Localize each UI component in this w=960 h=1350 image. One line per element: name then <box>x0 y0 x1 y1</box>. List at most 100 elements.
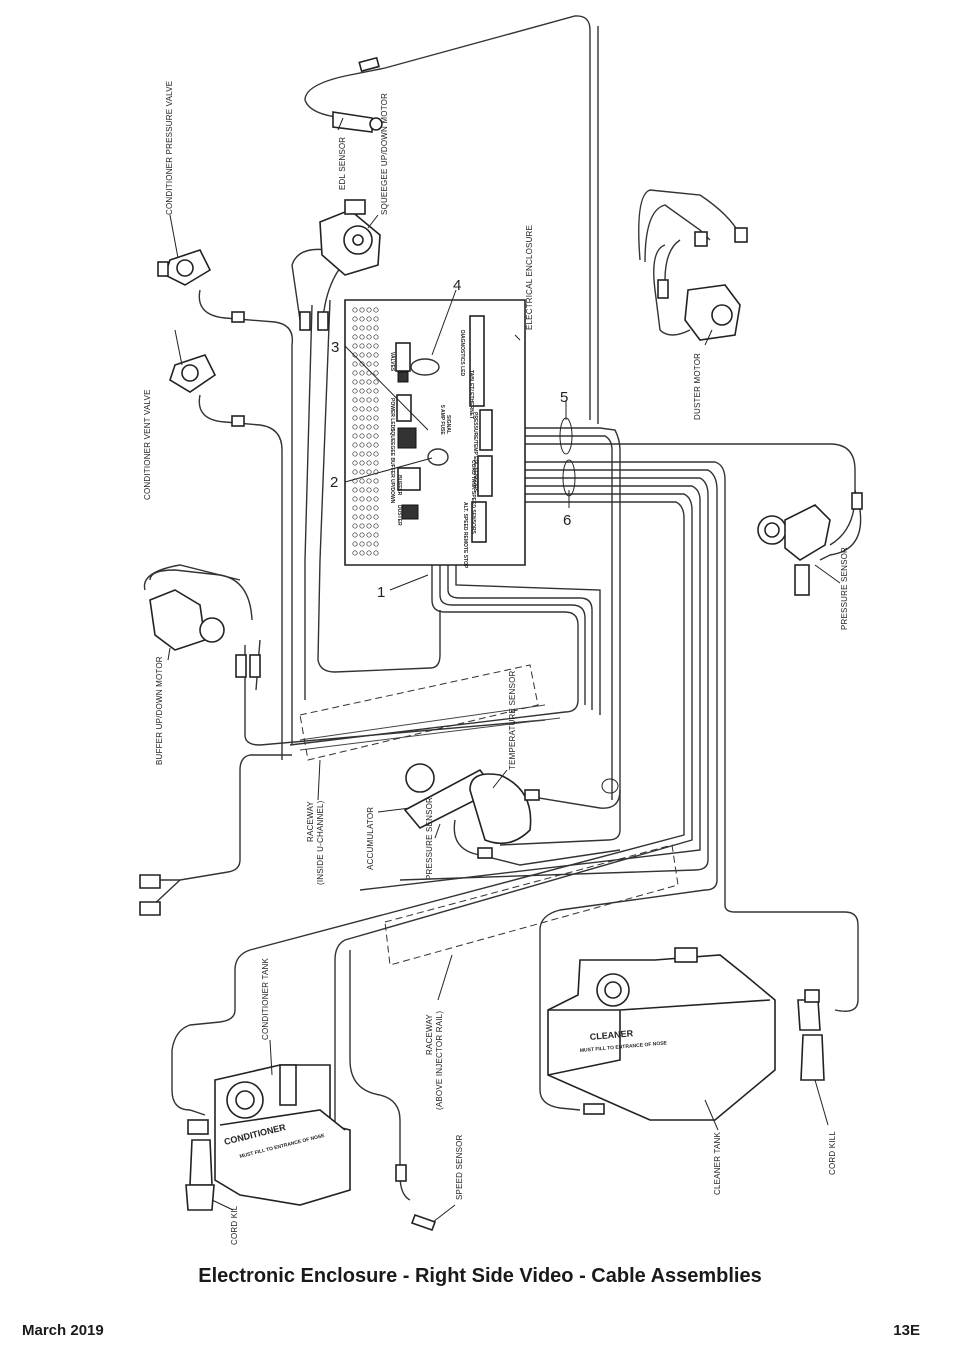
mounting-hole <box>359 316 365 322</box>
mounting-hole <box>359 541 365 547</box>
mounting-hole <box>373 532 379 538</box>
mounting-hole <box>352 343 358 349</box>
mounting-hole <box>359 496 365 502</box>
mounting-hole <box>366 316 372 322</box>
mounting-hole <box>366 379 372 385</box>
board-label-remote-stop: ALT. SPEED REMOTE STOP <box>462 502 468 569</box>
mounting-hole <box>352 424 358 430</box>
mounting-hole <box>373 379 379 385</box>
mounting-hole <box>352 442 358 448</box>
mounting-hole <box>366 388 372 394</box>
label-raceway-u-channel-1: RACEWAY <box>306 801 315 842</box>
mounting-hole <box>366 325 372 331</box>
mounting-hole <box>373 424 379 430</box>
electrical-enclosure: TABLET/ ETHERNET DIAGNOSTICS LED VALVES … <box>344 299 526 569</box>
page-title: Electronic Enclosure - Right Side Video … <box>198 1265 762 1287</box>
mounting-hole <box>352 496 358 502</box>
callout-5: 5 <box>560 389 568 406</box>
mounting-hole <box>373 316 379 322</box>
label-edl-sensor: EDL SENSOR <box>338 137 347 190</box>
mounting-hole <box>352 307 358 313</box>
mounting-hole <box>373 352 379 358</box>
mounting-hole <box>366 541 372 547</box>
label-raceway-injector-2: (ABOVE INJECTOR RAIL) <box>435 1011 444 1110</box>
label-squeegee-motor: SQUEEGEE UP/DOWN MOTOR <box>380 93 389 215</box>
mounting-hole <box>359 469 365 475</box>
mounting-hole <box>373 361 379 367</box>
mounting-hole <box>352 550 358 556</box>
mounting-hole <box>352 379 358 385</box>
mounting-hole <box>359 361 365 367</box>
mounting-hole <box>359 307 365 313</box>
mounting-hole <box>352 361 358 367</box>
mounting-hole <box>373 523 379 529</box>
mounting-hole <box>359 388 365 394</box>
label-pressure-sensor-center: PRESSURE SENSOR <box>425 797 434 880</box>
squeegee-motor <box>299 199 381 331</box>
mounting-hole <box>373 469 379 475</box>
mounting-hole <box>359 460 365 466</box>
label-conditioner-vent-valve: CONDITIONER VENT VALVE <box>143 389 152 500</box>
mounting-hole <box>366 433 372 439</box>
mounting-hole <box>352 370 358 376</box>
mounting-hole <box>366 496 372 502</box>
label-accumulator: ACCUMULATOR <box>366 807 375 870</box>
mounting-hole <box>366 361 372 367</box>
mounting-hole <box>352 505 358 511</box>
speed-sensor <box>395 1164 437 1232</box>
board-label-power-leds: POWER LEDS <box>389 398 395 432</box>
valves-plug <box>397 371 409 383</box>
mounting-hole <box>359 433 365 439</box>
mounting-hole <box>359 406 365 412</box>
mounting-hole <box>366 352 372 358</box>
callout-6: 6 <box>563 512 571 529</box>
mounting-hole <box>366 550 372 556</box>
board-label-diagnostics: DIAGNOSTICS LED <box>459 330 465 377</box>
mounting-hole <box>366 505 372 511</box>
cord-kill-left <box>185 1119 215 1211</box>
mounting-hole <box>359 487 365 493</box>
wire-harness <box>143 15 862 1201</box>
mounting-hole <box>352 469 358 475</box>
mounting-hole <box>352 316 358 322</box>
board-label-fuse: 5 AMP FUSE <box>439 405 445 435</box>
buffer-connector <box>397 467 421 491</box>
mounting-hole <box>359 505 365 511</box>
mounting-hole <box>366 532 372 538</box>
label-raceway-u-channel-2: (INSIDE U-CHANNEL) <box>316 800 325 885</box>
mounting-hole <box>373 397 379 403</box>
mounting-hole <box>359 415 365 421</box>
callout-3: 3 <box>331 339 339 356</box>
buffer-motor <box>149 589 261 678</box>
board-label-squeegee-buffer: SQUEEGEE BUFFER UP/DOWN <box>389 428 395 504</box>
mounting-hole <box>352 334 358 340</box>
board-label-duster: DUSTER <box>396 505 402 526</box>
raceway-u-channel <box>299 664 539 761</box>
component-labels: CONDITIONER PRESSURE VALVE CONDITIONER V… <box>143 81 849 1245</box>
board-label-cord-tank: CORD TANK SPEED SENSORS <box>470 460 476 534</box>
bottom-left-connectors <box>139 874 161 916</box>
mounting-hole <box>373 505 379 511</box>
mounting-hole <box>359 442 365 448</box>
conditioner-vent-valve <box>169 354 245 427</box>
mounting-hole <box>373 370 379 376</box>
mounting-hole <box>359 478 365 484</box>
mounting-hole <box>352 397 358 403</box>
mounting-hole <box>352 514 358 520</box>
mounting-hole <box>366 487 372 493</box>
mounting-hole <box>373 433 379 439</box>
mounting-hole <box>359 352 365 358</box>
mounting-hole <box>366 478 372 484</box>
label-speed-sensor: SPEED SENSOR <box>455 1134 464 1200</box>
mounting-hole <box>373 487 379 493</box>
mounting-hole <box>352 487 358 493</box>
mounting-hole <box>359 343 365 349</box>
mounting-hole <box>373 460 379 466</box>
cord-tank-speed-connector <box>477 455 493 497</box>
board-label-pressure-temp: PRESSURE/TEMP EDL SENSORS <box>472 412 478 492</box>
mounting-hole <box>373 541 379 547</box>
mounting-hole <box>373 388 379 394</box>
label-duster-motor: DUSTER MOTOR <box>693 353 702 420</box>
mounting-hole <box>366 406 372 412</box>
mounting-hole <box>359 334 365 340</box>
